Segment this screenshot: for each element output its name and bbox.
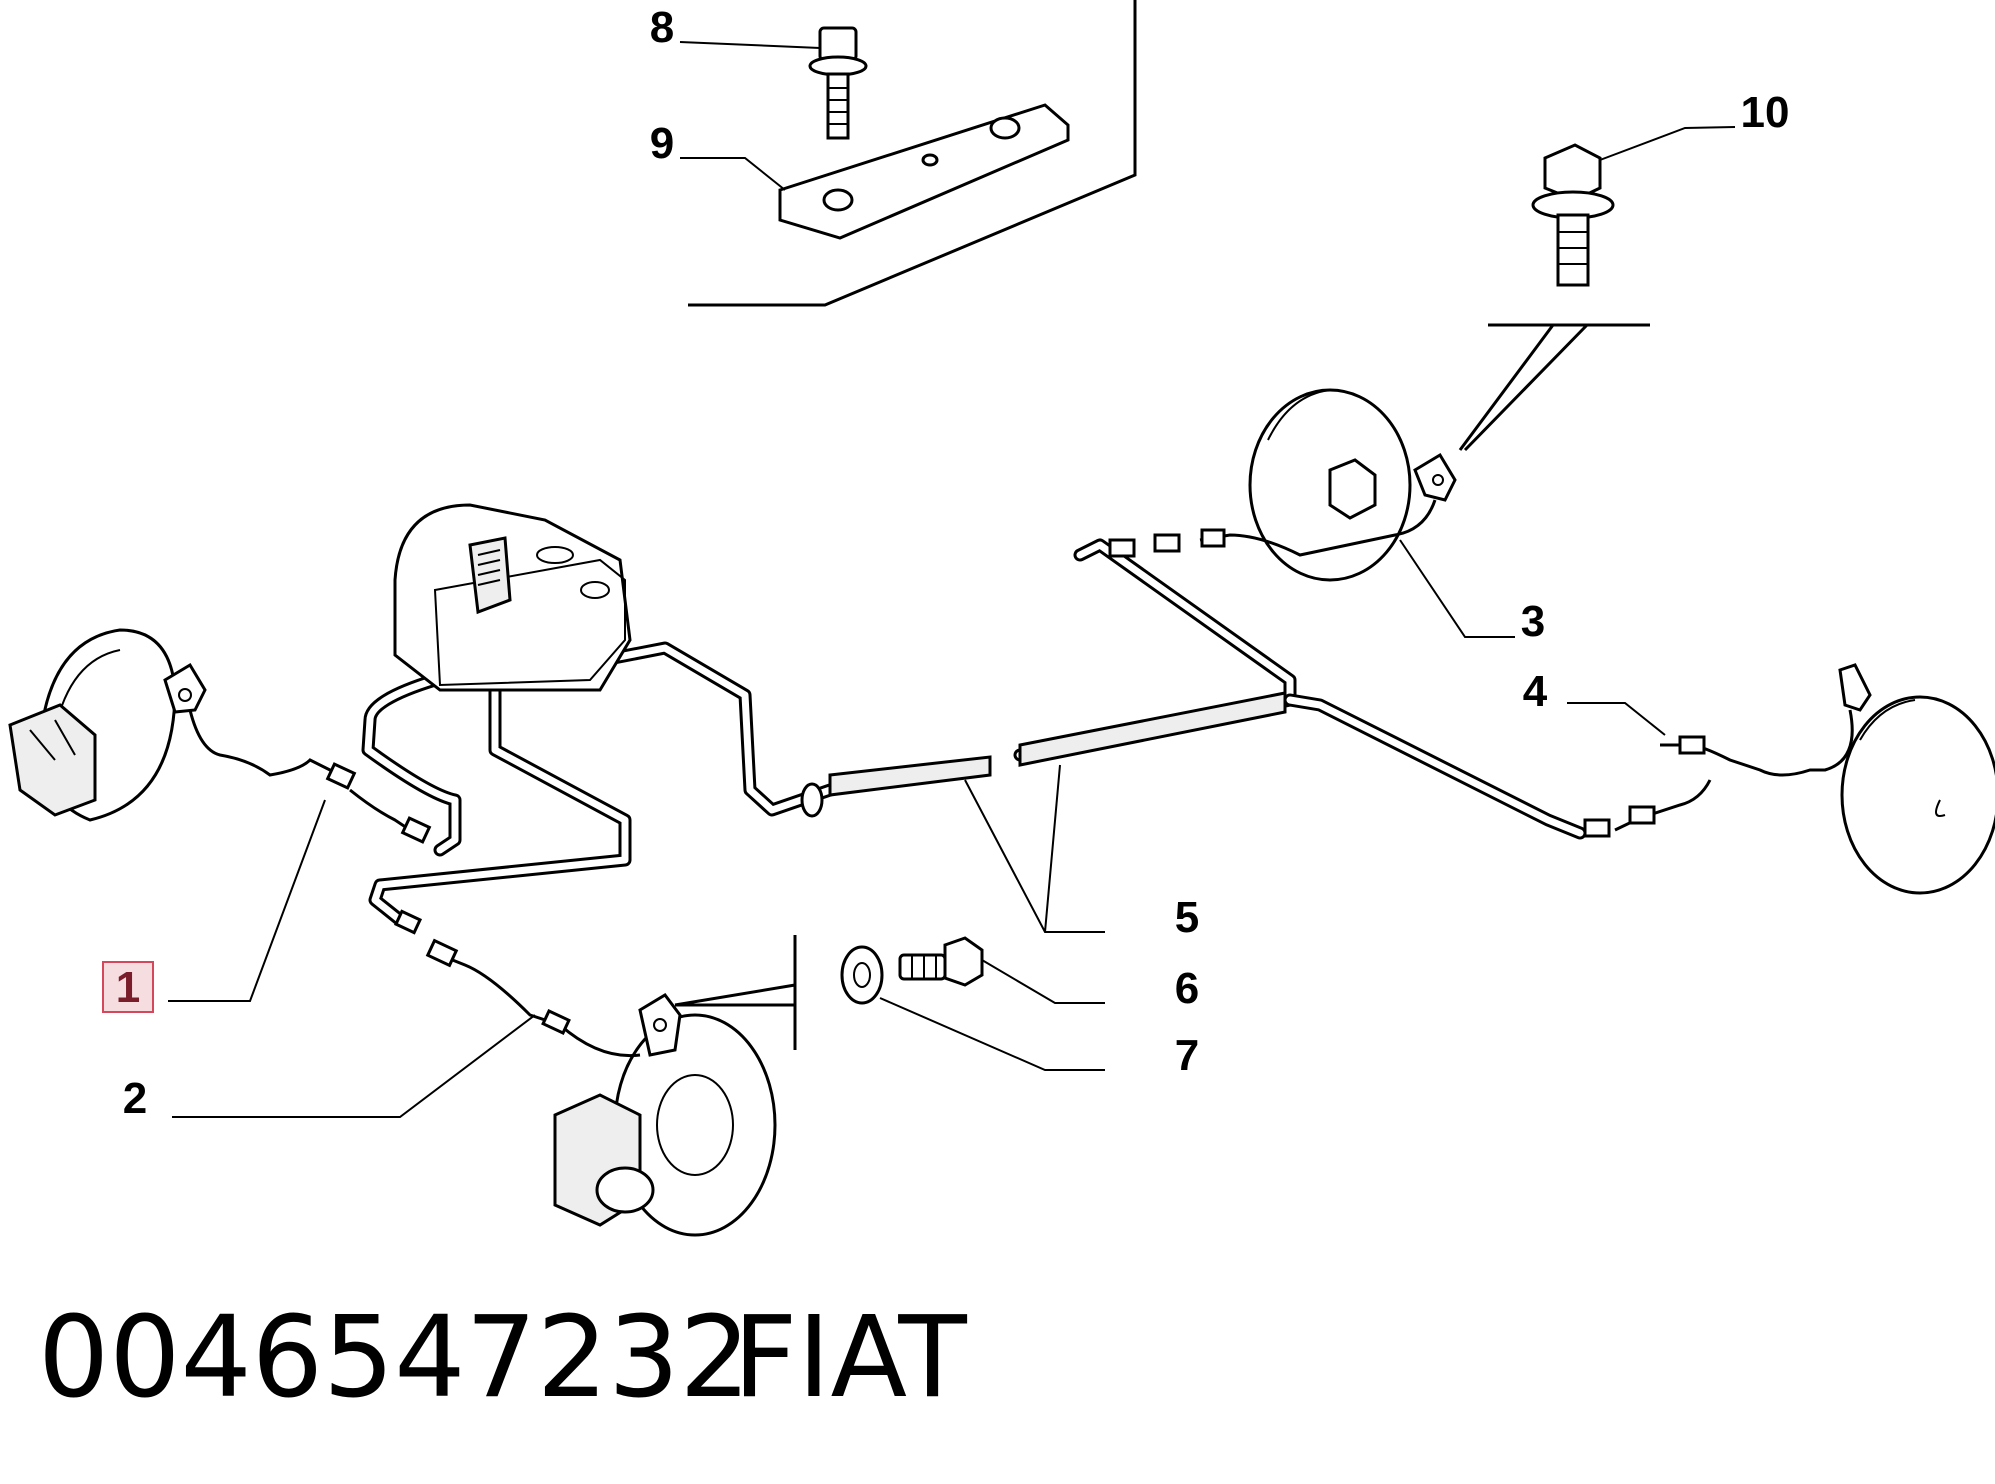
callout-labels: 1 2 3 4 5 6 7 8 9 10: [102, 3, 1790, 1123]
rear-disc-right: [1840, 695, 1995, 895]
sensor-2: [393, 909, 682, 1058]
rear-disc-upper: [1248, 388, 1412, 582]
bolt-8: [808, 26, 868, 140]
plate-9: [778, 103, 1070, 240]
callout-2[interactable]: 2: [123, 1074, 147, 1123]
sensor-3: [1108, 452, 1457, 558]
callout-1[interactable]: 1: [116, 963, 140, 1012]
leader-2: [172, 1014, 536, 1118]
callout-1-highlight: [102, 961, 154, 1013]
leader-5: [964, 764, 1105, 933]
inset-panel: [688, 0, 1137, 307]
callout-3[interactable]: 3: [1521, 597, 1545, 646]
sensor-4: [1583, 663, 1872, 838]
leader-7: [879, 997, 1105, 1071]
sensor-1: [163, 662, 432, 844]
leader-6: [981, 959, 1105, 1004]
callout-10[interactable]: 10: [1741, 88, 1790, 137]
washer-7: [840, 945, 884, 1005]
callout-6[interactable]: 6: [1175, 964, 1199, 1013]
left-brake-disc: [8, 628, 177, 822]
leader-lines: [168, 41, 1736, 1118]
callout-7[interactable]: 7: [1175, 1031, 1199, 1080]
bracket-lines: [674, 935, 797, 1050]
part-number: 0046547232: [38, 1293, 751, 1423]
footer: 0046547232 FIAT: [38, 1293, 967, 1423]
bolt-10: [1458, 143, 1650, 452]
front-right-disc: [553, 1013, 777, 1237]
callout-8[interactable]: 8: [650, 3, 674, 52]
callout-4[interactable]: 4: [1523, 667, 1548, 716]
callout-9[interactable]: 9: [650, 119, 674, 168]
leader-1: [168, 799, 326, 1002]
leader-10: [1599, 126, 1736, 161]
leader-3: [1399, 539, 1515, 638]
leader-8: [679, 41, 821, 49]
leader-4: [1567, 702, 1666, 736]
pipe-section-5: [800, 691, 1287, 818]
screw-6: [898, 936, 984, 987]
leader-9: [680, 157, 786, 191]
brake-pipes: [361, 538, 1587, 927]
callout-5[interactable]: 5: [1175, 893, 1199, 942]
abs-unit: [393, 503, 632, 692]
brand-name: FIAT: [733, 1293, 967, 1423]
